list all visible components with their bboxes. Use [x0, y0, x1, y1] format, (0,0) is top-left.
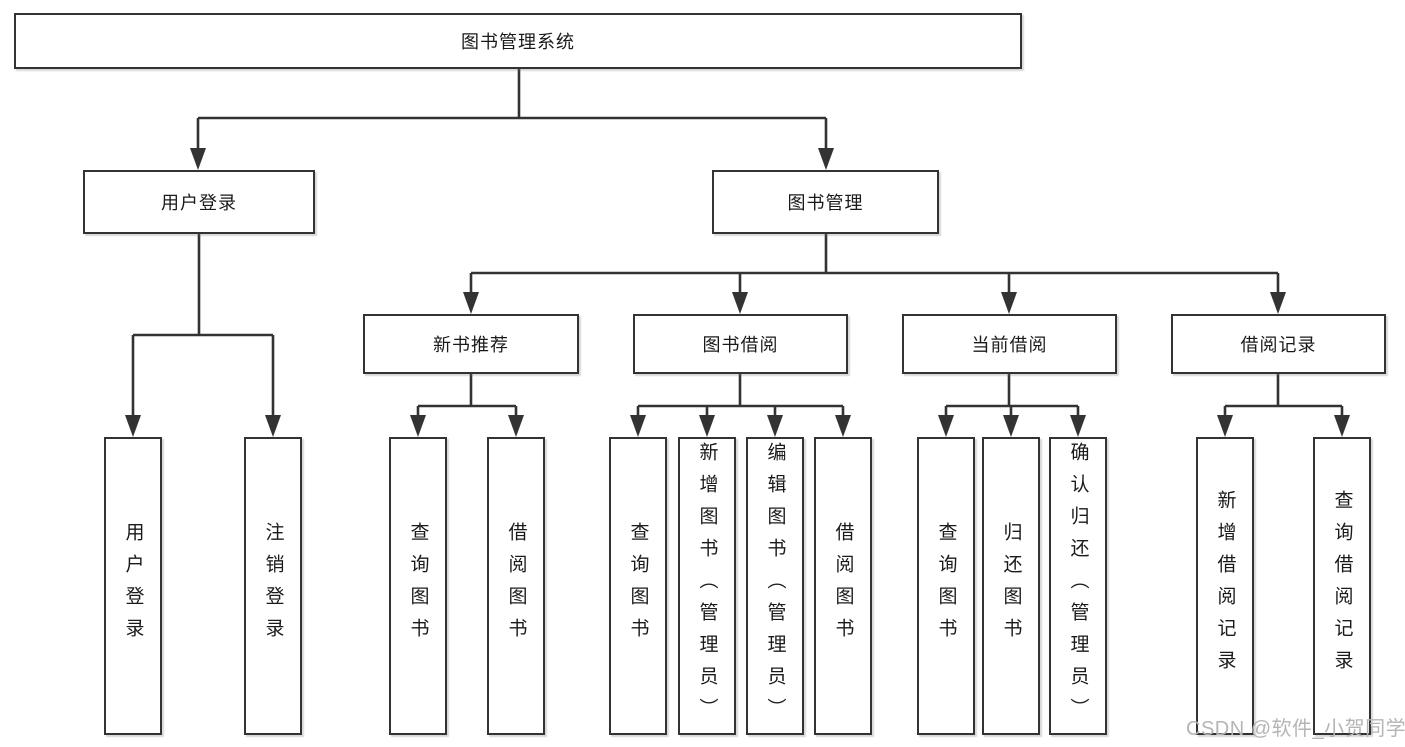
leaf-query-books-recommend: 查询图书 [389, 437, 447, 735]
arrowhead [1217, 415, 1233, 437]
connector-book-management-branch [469, 234, 1280, 294]
arrowhead [508, 415, 524, 437]
leaf-label: 查询图书 [627, 522, 649, 650]
connector-user-login-branch [131, 234, 275, 417]
node-label: 用户登录 [161, 193, 237, 213]
leaf-add-borrow-record: 新增借阅记录 [1196, 437, 1254, 735]
leaf-return-book: 归还图书 [982, 437, 1040, 735]
leaf-borrow-books-recommend: 借阅图书 [487, 437, 545, 735]
leaf-label: 注销登录 [262, 522, 284, 650]
arrowhead [265, 415, 281, 437]
arrowhead [732, 292, 748, 314]
leaf-label: 新增借阅记录 [1214, 490, 1236, 682]
arrowhead [630, 415, 646, 437]
node-label: 图书管理 [787, 193, 864, 213]
connector-new-book-branch [416, 374, 518, 417]
node-label: 图书管理系统 [461, 32, 575, 52]
arrowhead [125, 415, 141, 437]
watermark: CSDN @软件_小贺同学 [1186, 718, 1405, 740]
arrowhead [938, 415, 954, 437]
node-user-login: 用户登录 [83, 170, 315, 234]
leaf-user-login: 用户登录 [104, 437, 162, 735]
leaf-logout: 注销登录 [244, 437, 302, 735]
connector-current-borrow-branch [944, 374, 1080, 417]
node-label: 图书借阅 [702, 335, 779, 355]
node-new-book-recommend: 新书推荐 [363, 314, 579, 374]
leaf-borrow-books: 借阅图书 [814, 437, 872, 735]
arrowhead [1070, 415, 1086, 437]
arrowhead [1334, 415, 1350, 437]
leaf-query-books-borrow: 查询图书 [609, 437, 667, 735]
leaf-label: 确认归还（管理员） [1067, 442, 1089, 730]
connector-borrow-record-branch [1223, 374, 1344, 417]
arrowhead [463, 292, 479, 314]
leaf-label: 查询图书 [935, 522, 957, 650]
arrowhead [767, 415, 783, 437]
leaf-confirm-return-admin: 确认归还（管理员） [1049, 437, 1107, 735]
leaf-label: 查询图书 [407, 522, 429, 650]
arrowhead [410, 415, 426, 437]
leaf-edit-book-admin: 编辑图书（管理员） [746, 437, 804, 735]
arrowhead [835, 415, 851, 437]
leaf-label: 借阅图书 [505, 522, 527, 650]
leaf-label: 查询借阅记录 [1331, 490, 1353, 682]
leaf-label: 用户登录 [122, 522, 144, 650]
leaf-label: 编辑图书（管理员） [764, 442, 786, 730]
node-library-system: 图书管理系统 [14, 13, 1022, 69]
arrowhead [190, 148, 206, 170]
leaf-add-book-admin: 新增图书（管理员） [678, 437, 736, 735]
arrowhead [1003, 415, 1019, 437]
connector-root-branch [196, 69, 828, 150]
node-book-borrow: 图书借阅 [633, 314, 848, 374]
node-label: 当前借阅 [971, 335, 1048, 355]
node-book-management: 图书管理 [712, 170, 939, 234]
arrowhead [1001, 292, 1017, 314]
arrowhead [699, 415, 715, 437]
leaf-label: 归还图书 [1000, 522, 1022, 650]
node-label: 借阅记录 [1240, 335, 1317, 355]
leaf-label: 新增图书（管理员） [696, 442, 718, 730]
node-current-borrow: 当前借阅 [902, 314, 1117, 374]
arrowhead [818, 148, 834, 170]
arrowhead [1270, 292, 1286, 314]
node-label: 新书推荐 [433, 335, 509, 355]
leaf-query-books-current: 查询图书 [917, 437, 975, 735]
leaf-label: 借阅图书 [832, 522, 854, 650]
node-borrow-record: 借阅记录 [1171, 314, 1386, 374]
leaf-query-borrow-record: 查询借阅记录 [1313, 437, 1371, 735]
connector-book-borrow-branch [636, 374, 845, 417]
